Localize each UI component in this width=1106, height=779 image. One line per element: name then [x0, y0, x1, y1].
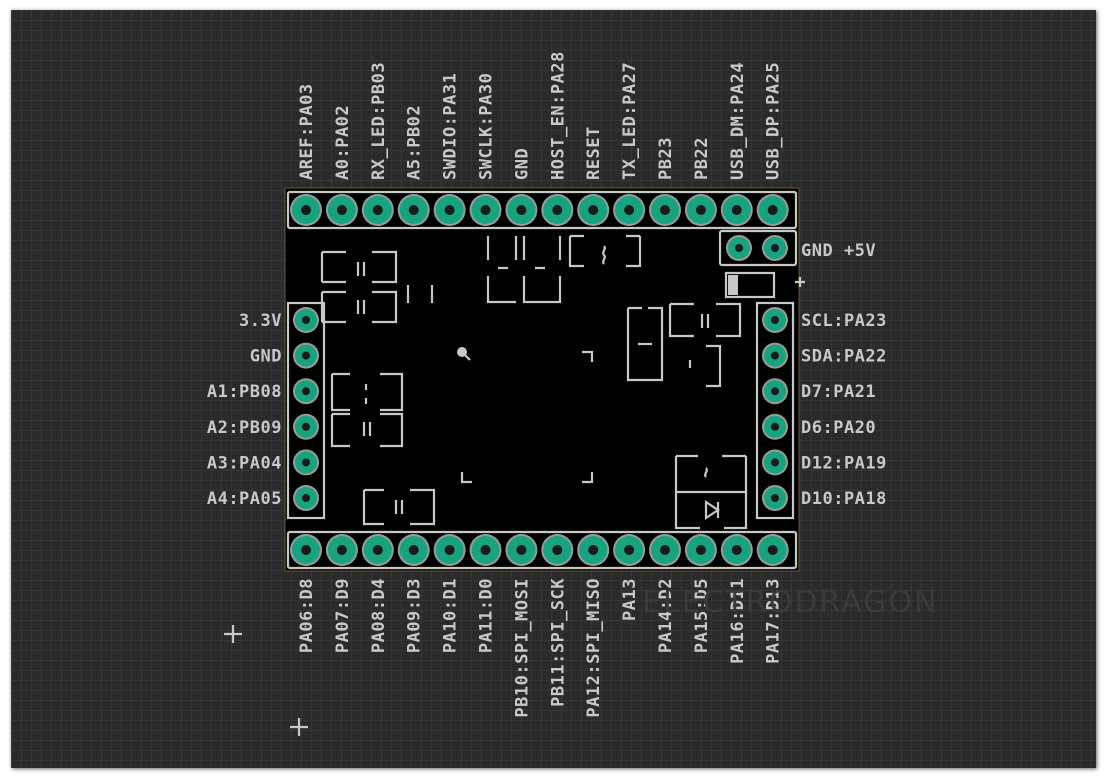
- top-pin-label: RESET: [584, 126, 604, 180]
- bottom-pin-label: PA12:SPI_MISO: [584, 578, 604, 718]
- top-pin-pad: [541, 194, 574, 226]
- right-pin-label: SDA:PA22: [801, 347, 887, 367]
- bottom-pin-label: PA10:D1: [441, 578, 461, 653]
- left-pin-pad: [293, 307, 319, 333]
- bottom-pin-pad: [577, 534, 610, 566]
- bottom-pin-label: PA06:D8: [297, 578, 317, 653]
- top-pin-labels: AREF:PA03 A0:PA02 RX_LED:PB03 A5:PB02 SWDIO:…: [297, 51, 784, 180]
- top-pin-label: A0:PA02: [333, 105, 353, 180]
- right-pin-label: SCL:PA23: [801, 311, 887, 331]
- bottom-pin-pad: [649, 534, 681, 566]
- top-pin-pad: [397, 194, 430, 226]
- top-pin-pad: [613, 194, 646, 226]
- pcb-board: [284, 187, 800, 572]
- bottom-pin-label: PA13: [620, 578, 640, 621]
- left-pin-pad: [293, 342, 319, 369]
- bottom-pin-label: PA15:D5: [692, 578, 712, 653]
- top-pin-pad: [325, 194, 358, 226]
- left-pin-label: A4:PA05: [207, 489, 282, 509]
- bottom-pin-label: PA16:D11: [728, 578, 748, 664]
- bottom-pin-pad: [290, 534, 322, 566]
- top-header-pads: [290, 194, 789, 226]
- left-pin-label: A3:PA04: [207, 453, 282, 473]
- top-pin-pad: [577, 194, 610, 226]
- power-pin-pad-gnd: [726, 235, 752, 261]
- top-pin-label: A5:PB02: [405, 105, 425, 180]
- bottom-pin-pad: [325, 534, 358, 566]
- right-pin-pad: [762, 307, 788, 333]
- bottom-pin-pad: [469, 534, 502, 566]
- bottom-pin-pad: [684, 534, 717, 566]
- top-pin-label: PB23: [656, 137, 676, 180]
- right-pin-label: D6:PA20: [801, 418, 876, 438]
- bottom-pin-label: PB10:SPI_MOSI: [512, 578, 532, 718]
- right-pin-label: D12:PA19: [801, 453, 887, 473]
- top-pin-pad: [469, 194, 502, 226]
- top-pin-label: RX_LED:PB03: [369, 62, 389, 180]
- top-pin-label: TX_LED:PA27: [620, 62, 640, 180]
- top-pin-label: HOST_EN:PA28: [548, 51, 568, 180]
- watermark-text: ELECTRODRAGON: [642, 585, 938, 620]
- right-pin-pad: [762, 449, 788, 476]
- top-pin-pad: [684, 194, 717, 226]
- bottom-pin-label: PA11:D0: [477, 578, 497, 653]
- right-header-pads: [762, 307, 788, 511]
- left-pin-pad: [293, 485, 319, 511]
- bottom-pin-pad: [397, 534, 430, 566]
- top-pin-pad: [756, 194, 789, 226]
- left-pin-pad: [293, 413, 319, 440]
- bottom-pin-pad: [613, 534, 646, 566]
- left-pin-label: GND: [250, 347, 282, 367]
- bottom-pin-pad: [756, 534, 789, 566]
- top-pin-label: SWCLK:PA30: [477, 73, 497, 180]
- bottom-pin-label: PA08:D4: [369, 578, 389, 653]
- left-pin-label: A2:PB09: [207, 418, 282, 438]
- bottom-pin-pad: [361, 534, 394, 566]
- bottom-pin-pad: [433, 534, 466, 566]
- top-pin-pad: [290, 194, 322, 226]
- top-pin-pad: [505, 194, 538, 226]
- bottom-pin-labels: PA06:D8 PA07:D9 PA08:D4 PA09:D3 PA10:D1 PA11:…: [297, 578, 784, 718]
- bottom-pin-pad: [541, 534, 574, 566]
- right-pin-label: D7:PA21: [801, 382, 876, 402]
- top-pin-pad: [720, 194, 753, 226]
- left-pin-label: 3.3V: [239, 311, 282, 331]
- power-header-pads: [726, 235, 788, 261]
- top-pin-pad: [649, 194, 681, 226]
- right-pin-pad: [762, 378, 788, 405]
- bottom-pin-pad: [505, 534, 538, 566]
- left-pin-label: A1:PB08: [207, 382, 282, 402]
- right-pin-pad: [762, 413, 788, 440]
- right-pin-label: D10:PA18: [801, 489, 887, 509]
- top-pin-pad: [433, 194, 466, 226]
- power-pins-label: GND +5V: [801, 241, 876, 261]
- top-pin-label: USB_DM:PA24: [728, 62, 748, 180]
- power-pin-pad-5v: [762, 235, 788, 261]
- bottom-pin-label: PA14:D2: [656, 578, 676, 653]
- bottom-header-pads: [290, 534, 789, 566]
- right-pin-pad: [762, 485, 788, 511]
- bottom-pin-label: PB11:SPI_SCK: [548, 578, 568, 707]
- top-pin-pad: [361, 194, 394, 226]
- bottom-pin-label: PA17:D13: [764, 578, 784, 664]
- left-pin-pad: [293, 378, 319, 405]
- top-pin-label: PB22: [692, 137, 712, 180]
- top-pin-label: USB_DP:PA25: [764, 62, 784, 180]
- bottom-pin-pad: [720, 534, 753, 566]
- left-header-pads: [293, 307, 319, 511]
- top-pin-label: SWDIO:PA31: [441, 73, 461, 180]
- right-pin-labels: SCL:PA23SDA:PA22D7:PA21D6:PA20D12:PA19D1…: [801, 311, 887, 509]
- top-pin-label: GND: [512, 148, 532, 180]
- left-pin-pad: [293, 449, 319, 476]
- top-pin-label: AREF:PA03: [297, 83, 317, 180]
- right-pin-pad: [762, 342, 788, 369]
- bottom-pin-label: PA09:D3: [405, 578, 425, 653]
- component-outlines: [224, 190, 805, 736]
- bottom-pin-label: PA07:D9: [333, 578, 353, 653]
